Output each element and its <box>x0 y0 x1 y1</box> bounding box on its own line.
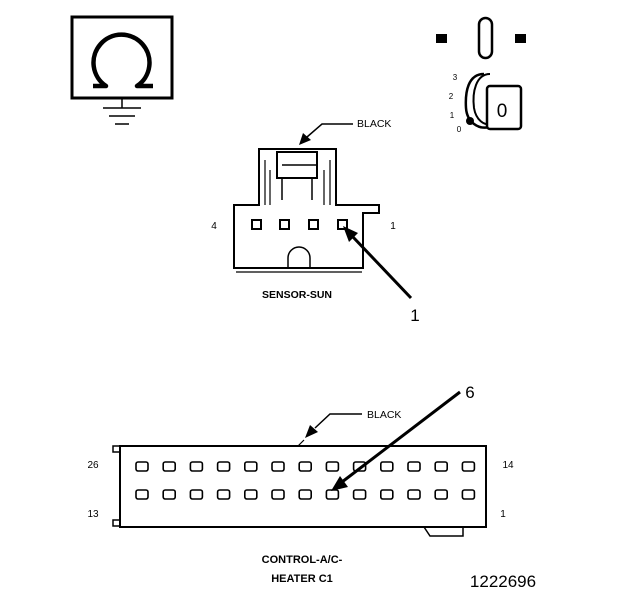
hvac-pin-label-14: 14 <box>502 460 514 471</box>
hvac-pin-21 <box>271 461 285 472</box>
hvac-pin-10 <box>216 489 231 500</box>
terminal-right-icon <box>515 34 526 43</box>
ignition-key-icon: 0 3 2 1 0 <box>436 16 526 134</box>
sensor-pin-3 <box>279 219 290 230</box>
hvac-pin-1 <box>461 489 476 500</box>
hvac-pin-2 <box>434 489 449 500</box>
figure-number: 1222696 <box>470 572 536 591</box>
hvac-pin-17 <box>379 461 394 472</box>
hvac-pin-24 <box>189 461 204 472</box>
hvac-pin-4 <box>379 489 394 500</box>
key-letter: 0 <box>497 101 508 122</box>
key-slot-icon <box>477 16 494 60</box>
hvac-connector-name-line1: CONTROL-A/C- <box>262 554 343 566</box>
hvac-pin-15 <box>434 461 449 472</box>
sensor-pin-2 <box>308 219 319 230</box>
hvac-pin-23 <box>216 461 231 472</box>
terminal-left-icon <box>436 34 447 43</box>
hvac-pin-13 <box>135 489 149 500</box>
sun-sensor-connector: BLACK 4 1 SENSOR-SUN 1 <box>211 118 420 325</box>
hvac-control-connector: BLACK 26 14 13 1 6 CONTROL-A/C- HEATER C… <box>87 383 514 585</box>
hvac-pin-18 <box>352 461 367 472</box>
sensor-wire-color-label: BLACK <box>357 118 391 130</box>
hvac-pin-label-26: 26 <box>87 460 99 471</box>
hvac-pin-9 <box>244 489 258 500</box>
hvac-pin-11 <box>189 489 204 500</box>
hvac-pin-19 <box>325 461 340 472</box>
key-position-marker-icon <box>466 117 474 125</box>
hvac-pin-7 <box>298 489 313 500</box>
hvac-pin-8 <box>271 489 285 500</box>
hvac-callout-number: 6 <box>465 383 474 402</box>
hvac-pin-12 <box>162 489 176 500</box>
hvac-pin-3 <box>407 489 421 500</box>
key-position-3: 3 <box>453 73 458 82</box>
hvac-pin-14 <box>461 461 476 472</box>
hvac-connector-name-line2: HEATER C1 <box>271 573 333 585</box>
sensor-connector-name: SENSOR-SUN <box>262 289 332 301</box>
hvac-pin-16 <box>407 461 421 472</box>
ohmmeter-icon <box>70 15 174 125</box>
hvac-wire-color-label: BLACK <box>367 409 401 421</box>
hvac-pin-6 <box>325 489 340 500</box>
hvac-pin-grid <box>135 461 476 500</box>
hvac-pin-label-13: 13 <box>87 509 99 520</box>
key-position-2: 2 <box>449 92 454 101</box>
hvac-pin-26 <box>135 461 149 472</box>
sensor-pin-1 <box>337 219 348 230</box>
hvac-pin-5 <box>352 489 367 500</box>
hvac-pin-label-1: 1 <box>500 509 506 520</box>
sensor-pin-label-1: 1 <box>390 221 396 232</box>
key-head-icon <box>485 84 523 131</box>
hvac-pin-20 <box>298 461 313 472</box>
key-position-0: 0 <box>457 125 462 134</box>
sensor-callout-number: 1 <box>410 306 419 325</box>
sensor-pin-label-4: 4 <box>211 221 217 232</box>
key-position-1: 1 <box>450 111 455 120</box>
hvac-pin-22 <box>244 461 258 472</box>
hvac-pin-25 <box>162 461 176 472</box>
sensor-pin-4 <box>251 219 262 230</box>
